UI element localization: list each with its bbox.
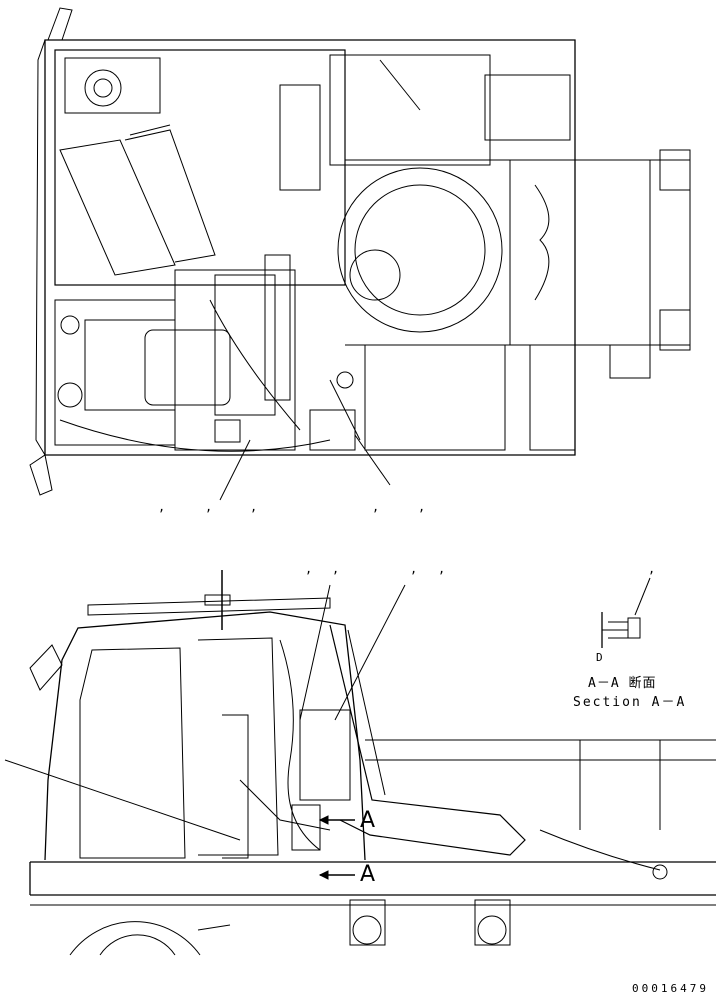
section-title-en: Section A－A: [573, 695, 687, 710]
swing-circle: [337, 167, 503, 333]
side-view-callout: ,: [332, 562, 340, 576]
engine-compartment: [54, 49, 346, 286]
cab-silhouette: [44, 611, 366, 861]
tank-box: [484, 74, 571, 141]
top-view-callout: ,: [205, 500, 213, 514]
mirror-bottom: [29, 454, 53, 496]
cab-left-edge: [35, 39, 46, 456]
boom: [329, 624, 526, 856]
wheel: [69, 921, 201, 956]
section-marker-bottom: A: [360, 862, 376, 887]
top-view-callout: ,: [158, 500, 166, 514]
detail-label: D: [596, 651, 603, 664]
side-view-callout: ,: [648, 562, 656, 576]
side-view-callout: ,: [410, 562, 418, 576]
side-view-callout: ,: [438, 562, 446, 576]
section-detail: [601, 612, 641, 648]
frame-rails: [345, 159, 651, 346]
top-view-callout: ,: [418, 500, 426, 514]
top-view-outline: [44, 39, 576, 456]
chassis-side: [29, 861, 716, 896]
section-marker-top: A: [360, 808, 376, 833]
mirror-top: [47, 7, 73, 41]
cab-floor: [54, 299, 176, 446]
mirror-side: [29, 644, 63, 691]
side-view-callout: ,: [305, 562, 313, 576]
top-view-callout: ,: [372, 500, 380, 514]
top-view: [29, 7, 691, 501]
top-view-callout: ,: [250, 500, 258, 514]
side-view: [4, 570, 716, 956]
section-title-jp: A－A 断面: [588, 676, 657, 691]
document-number: 00016479: [632, 982, 709, 995]
